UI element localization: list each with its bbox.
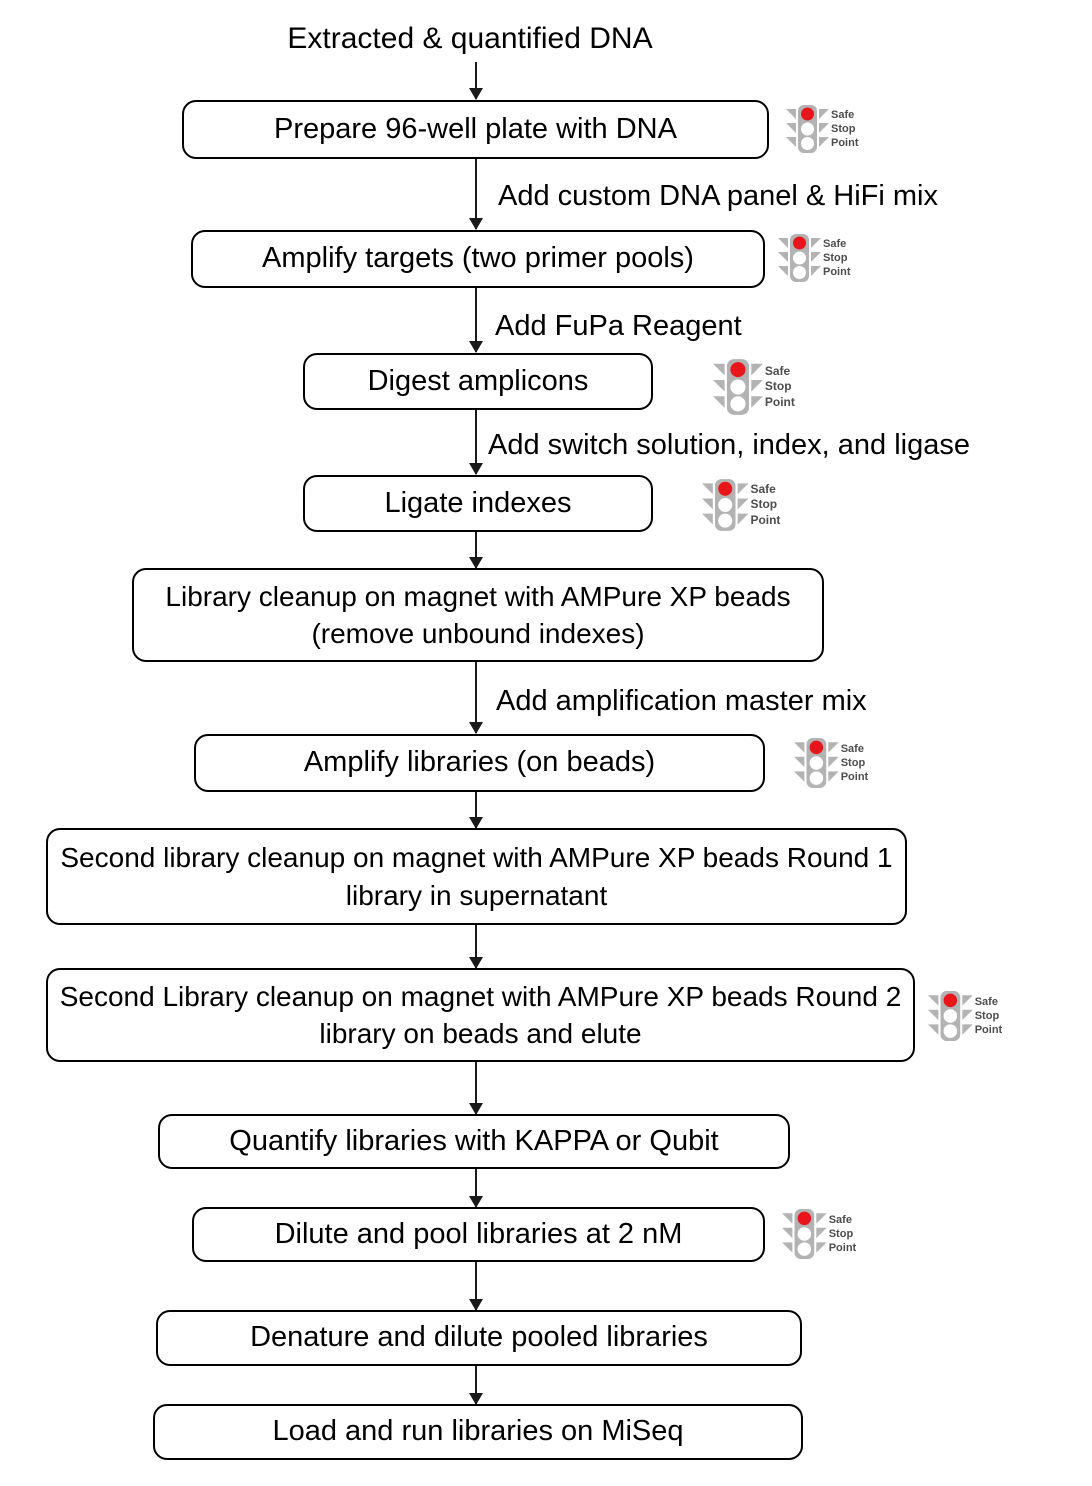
safe-stop-point-label-line1: Safe	[750, 481, 776, 496]
edge-label-add-amplification-mix: Add amplification master mix	[496, 685, 867, 717]
node-load-and-run[interactable]: Load and run libraries on MiSeq	[153, 1404, 803, 1460]
connector-quantify-to-dilute	[475, 1169, 477, 1207]
safe-stop-point-label-line1: Safe	[764, 363, 791, 378]
connector-cleanup1-to-amplify-libs	[475, 662, 477, 733]
safe-stop-point-label-line1: Safe	[831, 108, 855, 121]
connector-prepare-to-amplify-targets	[475, 159, 477, 229]
safe-stop-point-label-line2: Stop	[764, 379, 792, 394]
flow-start-caption: Extracted & quantified DNA	[287, 22, 653, 55]
safe-stop-point-label-line3: Point	[828, 1242, 857, 1255]
safe-stop-point-label-line3: Point	[823, 266, 851, 279]
safe-stop-point-label-line2: Stop	[831, 122, 856, 135]
node-dilute-and-pool[interactable]: Dilute and pool libraries at 2 nM	[192, 1207, 765, 1262]
traffic-light-icon	[782, 1209, 827, 1259]
traffic-light-icon	[786, 105, 829, 153]
safe-stop-point-label-line3: Point	[974, 1024, 1003, 1037]
safe-stop-point-label-line2: Stop	[823, 251, 848, 264]
safe-stop-point-label-line2: Stop	[750, 497, 778, 512]
node-amplify-targets[interactable]: Amplify targets (two primer pools)	[191, 230, 765, 288]
traffic-light-icon	[713, 359, 763, 415]
traffic-light-icon	[794, 738, 839, 788]
safe-stop-point-label-line3: Point	[831, 137, 859, 150]
safe-stop-point-label-line3: Point	[764, 394, 795, 409]
connector-ligate-to-cleanup1	[475, 532, 477, 568]
connector-digest-to-ligate	[475, 410, 477, 474]
safe-stop-point-label-line1: Safe	[828, 1213, 852, 1226]
connector-denature-to-load	[475, 1366, 477, 1404]
connector-amplify-libs-to-round1	[475, 792, 477, 828]
safe-stop-point-label-line2: Stop	[828, 1227, 854, 1240]
safe-stop-point-label-line2: Stop	[840, 756, 866, 769]
node-second-cleanup-round-1[interactable]: Second library cleanup on magnet with AM…	[46, 828, 907, 925]
node-quantify-libraries[interactable]: Quantify libraries with KAPPA or Qubit	[158, 1114, 790, 1169]
connector-start-to-prepare	[475, 62, 477, 99]
node-denature-and-dilute[interactable]: Denature and dilute pooled libraries	[156, 1310, 802, 1366]
node-second-cleanup-round-2[interactable]: Second Library cleanup on magnet with AM…	[46, 968, 915, 1062]
traffic-light-icon	[778, 234, 821, 282]
safe-stop-point-label-line3: Point	[750, 512, 781, 527]
node-ligate-indexes[interactable]: Ligate indexes	[303, 475, 653, 532]
safe-stop-point-label-line1: Safe	[974, 995, 998, 1008]
connector-round1-to-round2	[475, 925, 477, 968]
safe-stop-point-label-line3: Point	[840, 771, 869, 784]
node-digest-amplicons[interactable]: Digest amplicons	[303, 353, 653, 410]
safe-stop-point-label-line2: Stop	[974, 1009, 1000, 1022]
connector-round2-to-quantify	[475, 1062, 477, 1114]
safe-stop-point-label-line1: Safe	[823, 237, 847, 250]
connector-amplify-targets-to-digest	[475, 288, 477, 352]
edge-label-add-switch-solution: Add switch solution, index, and ligase	[488, 429, 971, 461]
node-prepare-plate[interactable]: Prepare 96-well plate with DNA	[182, 100, 769, 159]
edge-label-add-fupa: Add FuPa Reagent	[495, 310, 742, 342]
safe-stop-point-label-line1: Safe	[840, 742, 864, 755]
edge-label-add-panel: Add custom DNA panel & HiFi mix	[498, 180, 938, 212]
traffic-light-icon	[928, 991, 973, 1041]
traffic-light-icon	[702, 479, 749, 531]
node-library-cleanup-1[interactable]: Library cleanup on magnet with AMPure XP…	[132, 568, 824, 662]
node-amplify-libraries[interactable]: Amplify libraries (on beads)	[194, 734, 765, 792]
connector-dilute-to-denature	[475, 1262, 477, 1310]
